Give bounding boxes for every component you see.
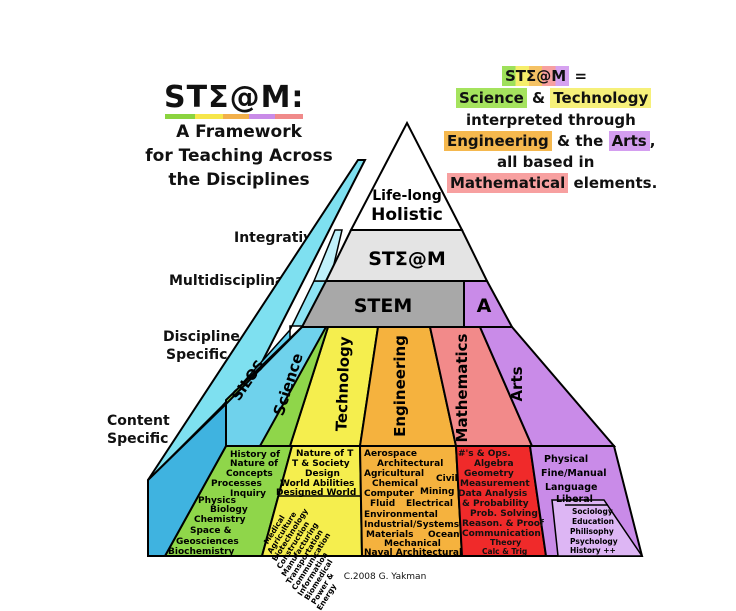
- engineering-topic: Civil: [436, 474, 458, 484]
- arts-sub-topic: Psychology: [570, 537, 618, 546]
- arts-topic: Language: [545, 482, 597, 493]
- level-content-specific-1: Content: [107, 413, 170, 429]
- engineering-topic: Computer: [364, 489, 414, 499]
- arts-sub-topics: Sociology Education Philisophy Psycholog…: [570, 507, 618, 555]
- engineering-topic: Electrical: [406, 499, 453, 509]
- math-topic: Algebra: [474, 459, 514, 469]
- science-topic: Biochemistry: [168, 547, 235, 557]
- definition-line-2: Science & Technology: [456, 88, 652, 108]
- science-topic: Geosciences: [176, 537, 239, 547]
- science-topics: History of Nature of Concepts Processes …: [168, 450, 280, 557]
- engineering-topic: Agricultural: [364, 469, 424, 479]
- engineering-topic: Fluid: [370, 499, 395, 509]
- amp-text-2: & the: [551, 132, 609, 150]
- arts-label: Arts: [508, 366, 526, 401]
- engineering-topic: Mechanical: [384, 539, 441, 549]
- math-topic: #'s & Ops.: [458, 449, 511, 459]
- comma-text: ,: [649, 132, 656, 150]
- math-topic: Theory: [490, 538, 522, 547]
- arts-topic: Fine/Manual: [541, 468, 606, 479]
- subtitle-line-1: A Framework: [176, 122, 302, 142]
- math-topic: Communication: [462, 529, 541, 539]
- engineering-topic: Ocean: [428, 530, 460, 540]
- arts-highlight: Arts: [608, 131, 650, 151]
- science-topic: Biology: [210, 505, 248, 515]
- arts-sub-topic: Education: [572, 517, 614, 526]
- engineering-topic: Naval Architectural: [364, 548, 462, 558]
- arts-topics: Physical Fine/Manual Language Liberal: [541, 454, 606, 505]
- engineering-topic: Environmental: [364, 510, 438, 520]
- engineering-topic: Mining: [420, 487, 454, 497]
- level-multidisciplinary: Multidisciplinary: [169, 273, 301, 289]
- definition-line-5: all based in: [497, 153, 595, 171]
- technology-topic: T & Society: [292, 459, 350, 469]
- level-integrative: Integrative: [234, 230, 322, 246]
- arts-topic: Liberal: [556, 494, 593, 505]
- level-discipline-specific-2: Specific: [166, 347, 228, 363]
- engineering-topic: Chemical: [372, 479, 418, 489]
- acronym-highlight: STΣ@M: [502, 66, 570, 86]
- technology-topics: Nature of T T & Society Design World Abi…: [262, 449, 356, 611]
- equals-text: =: [569, 67, 588, 85]
- science-topic: Processes: [211, 479, 262, 489]
- top-text-line-2: Holistic: [371, 205, 443, 225]
- science-highlight: Science: [456, 88, 527, 108]
- math-topic: Geometry: [464, 469, 514, 479]
- definition-line-6: Mathematical elements.: [447, 173, 657, 193]
- engineering-topic: Industrial/Systems: [364, 520, 459, 530]
- science-topic: Nature of: [230, 459, 278, 469]
- technology-topic: Designed World: [276, 488, 356, 498]
- engineering-label: Engineering: [391, 335, 409, 437]
- subtitle-line-2: for Teaching Across: [145, 146, 333, 166]
- arts-sub-topic: History ++: [570, 546, 616, 555]
- definition-line-1: STΣ@M =: [502, 66, 587, 86]
- elements-text: elements.: [568, 174, 658, 192]
- definition-line-4: Engineering & the Arts,: [444, 131, 655, 151]
- math-topic: Data Analysis: [458, 489, 527, 499]
- science-topic: Physics: [198, 496, 236, 506]
- subtitle-line-3: the Disciplines: [168, 170, 310, 190]
- copyright-credit: C.2008 G. Yakman: [343, 572, 427, 582]
- engineering-topic: Architectural: [377, 459, 443, 469]
- definition-line-3: interpreted through: [466, 111, 636, 129]
- science-topic: History of: [230, 450, 280, 460]
- title-underline: [165, 114, 303, 119]
- level-bar-integrative: [312, 229, 343, 282]
- technology-topic: Nature of T: [296, 449, 354, 459]
- engineering-topic: Materials: [366, 530, 413, 540]
- technology-label: Technology: [332, 336, 353, 432]
- technology-topic: World Abilities: [280, 479, 354, 489]
- mathematical-highlight: Mathematical: [447, 173, 569, 193]
- math-topic: Prob. Solving: [470, 509, 538, 519]
- level-discipline-specific-1: Discipline: [163, 329, 240, 345]
- engineering-topics: Aerospace Architectural Agricultural Civ…: [364, 449, 462, 558]
- technology-highlight: Technology: [550, 88, 652, 108]
- arts-sub-topic: Sociology: [572, 507, 613, 516]
- arts-sub-box: [551, 499, 644, 557]
- math-topic: Calc & Trig: [482, 547, 527, 556]
- steam-band-label: STΣ@M: [368, 248, 446, 270]
- engineering-highlight: Engineering: [444, 131, 552, 151]
- science-topic: Chemistry: [194, 515, 246, 525]
- mathematics-label: Mathematics: [453, 333, 471, 442]
- content-specific-bar: [147, 401, 227, 557]
- arts-topic: Physical: [544, 454, 588, 465]
- science-topic: Space &: [190, 526, 232, 536]
- math-topic: Measurement: [460, 479, 530, 489]
- engineering-topic: Aerospace: [364, 449, 417, 459]
- stem-band-label: STEM: [354, 295, 413, 317]
- amp-text-1: &: [526, 89, 551, 107]
- technology-topic: Design: [305, 469, 340, 479]
- math-topics: #'s & Ops. Algebra Geometry Measurement …: [458, 449, 544, 556]
- diagram-title: STΣ@M:: [164, 80, 305, 115]
- math-topic: & Probability: [462, 499, 529, 509]
- arts-sub-topic: Philisophy: [570, 527, 614, 536]
- top-text-line-1: Life-long: [372, 188, 442, 204]
- math-topic: Reason. & Proof: [462, 519, 544, 529]
- a-band-label: A: [477, 295, 492, 317]
- science-topic: Inquiry: [230, 489, 266, 499]
- science-topic: Concepts: [226, 469, 273, 479]
- level-content-specific-2: Specific: [107, 431, 169, 447]
